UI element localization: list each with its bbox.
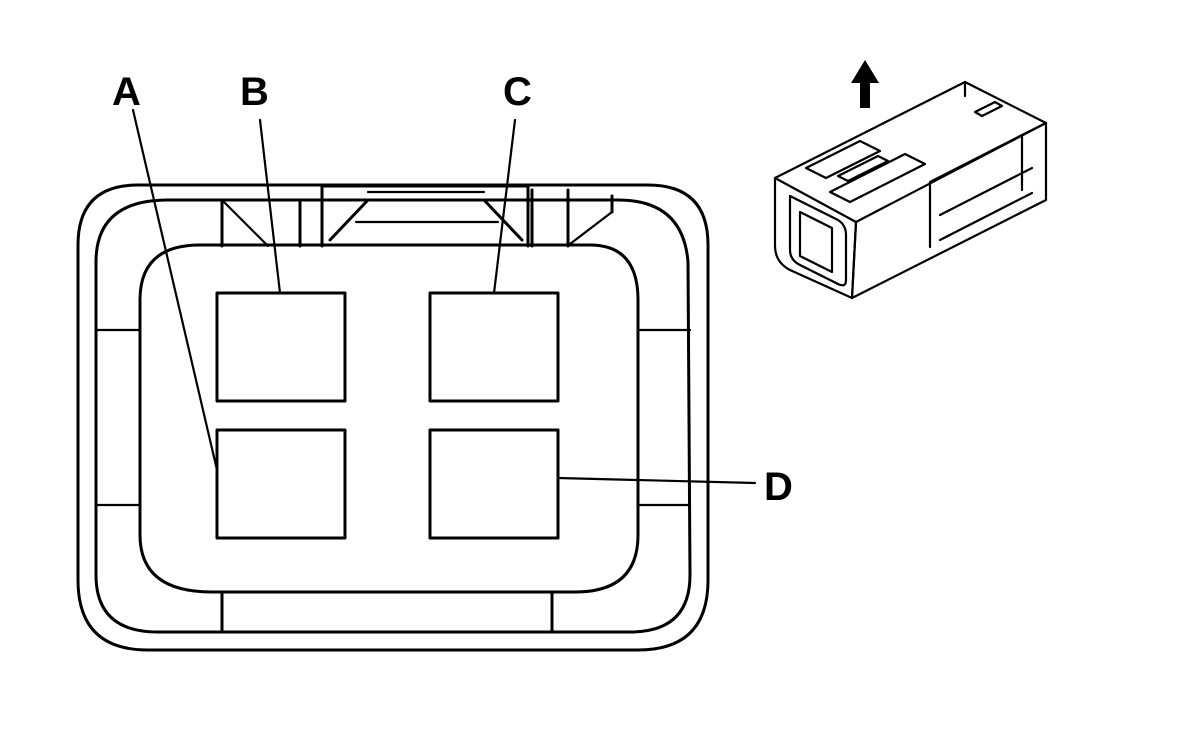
up-arrow-icon	[851, 60, 879, 108]
iso-front-face	[773, 176, 858, 300]
leader-line-d	[556, 476, 757, 485]
leader-line-b	[258, 118, 282, 295]
connector-inner-cavity	[138, 243, 640, 594]
iso-body-ridge	[938, 166, 1034, 242]
connector-middle-contour	[94, 198, 692, 634]
connector-isometric-view	[773, 80, 1048, 300]
iso-body-step	[928, 133, 1024, 249]
terminal-cavity-d	[428, 428, 560, 540]
connector-outer-housing	[76, 183, 710, 652]
bottom-key	[220, 590, 554, 634]
leader-lines	[131, 108, 757, 485]
iso-front-opening-inner	[798, 210, 834, 274]
latch-boss	[320, 184, 530, 248]
terminal-cavity-b	[215, 291, 347, 403]
leader-line-c	[492, 118, 517, 295]
left-top-chamfer	[220, 198, 270, 248]
right-top-tab	[530, 188, 614, 248]
left-side-rib	[94, 328, 142, 507]
iso-back-edge	[963, 80, 1048, 137]
leader-line-a	[131, 108, 219, 472]
right-side-rib	[636, 328, 692, 507]
pin-label-c: C	[503, 70, 532, 114]
iso-latch-arm-1	[804, 139, 882, 180]
left-top-tab	[220, 198, 302, 248]
connector-face	[76, 183, 710, 652]
iso-latch-slot	[836, 154, 890, 183]
iso-top-window	[973, 100, 1004, 118]
iso-top-face	[773, 80, 1048, 224]
right-top-chamfer	[568, 210, 614, 246]
iso-right-face	[850, 121, 1048, 300]
pin-label-a: A	[112, 70, 141, 114]
terminal-cavity-a	[215, 428, 347, 540]
iso-front-opening	[788, 194, 848, 287]
pin-label-d: D	[764, 465, 793, 509]
iso-latch-arm-2	[828, 152, 927, 204]
latch-ramp	[328, 198, 524, 242]
pin-label-b: B	[240, 70, 269, 114]
terminal-cavity-c	[428, 291, 560, 403]
